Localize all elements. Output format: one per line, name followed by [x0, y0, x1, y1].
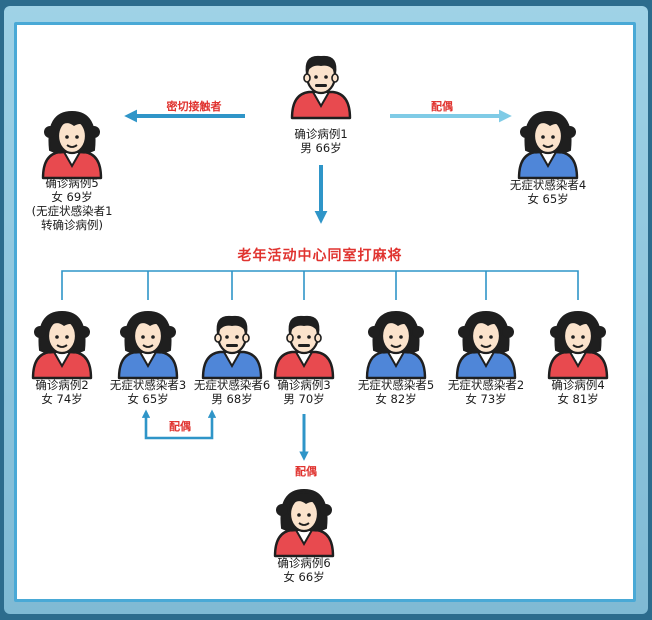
node-p5-label: 确诊病例5 女 69岁 (无症状感染者1 转确诊病例) — [31, 176, 113, 232]
person-icon-a5 — [365, 310, 427, 380]
people-layer — [31, 55, 609, 558]
node-p4-label: 确诊病例4 女 81岁 — [551, 378, 605, 406]
node-a6-label: 无症状感染者6 男 68岁 — [193, 378, 271, 406]
node-a3-label: 无症状感染者3 女 65岁 — [109, 378, 187, 406]
person-icon-p1 — [290, 55, 352, 120]
node-a4-label: 无症状感染者4 女 65岁 — [509, 178, 587, 206]
close-contact-label: 密切接触者 — [166, 100, 222, 113]
node-a2-label: 无症状感染者2 女 73岁 — [447, 378, 525, 406]
group-title: 老年活动中心同室打麻将 — [237, 248, 403, 264]
person-icon-a4 — [517, 110, 579, 180]
node-p6-label: 确诊病例6 女 66岁 — [277, 556, 331, 584]
person-icon-a3 — [117, 310, 179, 380]
person-icon-p6 — [273, 488, 335, 558]
node-p3-label: 确诊病例3 男 70岁 — [277, 378, 331, 406]
person-icon-a6 — [201, 315, 263, 380]
spouse-bottom-label: 配偶 — [295, 465, 317, 478]
node-a5-label: 无症状感染者5 女 82岁 — [357, 378, 435, 406]
person-icon-p2 — [31, 310, 93, 380]
person-icon-p3 — [273, 315, 335, 380]
spouse-mid-bracket — [141, 409, 217, 440]
person-icon-p4 — [547, 310, 609, 380]
spouse-mid-label: 配偶 — [169, 420, 191, 433]
spouse-top-label: 配偶 — [431, 100, 453, 113]
person-icon-a2 — [455, 310, 517, 380]
node-p2-label: 确诊病例2 女 74岁 — [35, 378, 89, 406]
person-icon-p5 — [41, 110, 103, 180]
node-p1-label: 确诊病例1 男 66岁 — [294, 127, 348, 155]
group-bracket-line — [61, 270, 579, 300]
